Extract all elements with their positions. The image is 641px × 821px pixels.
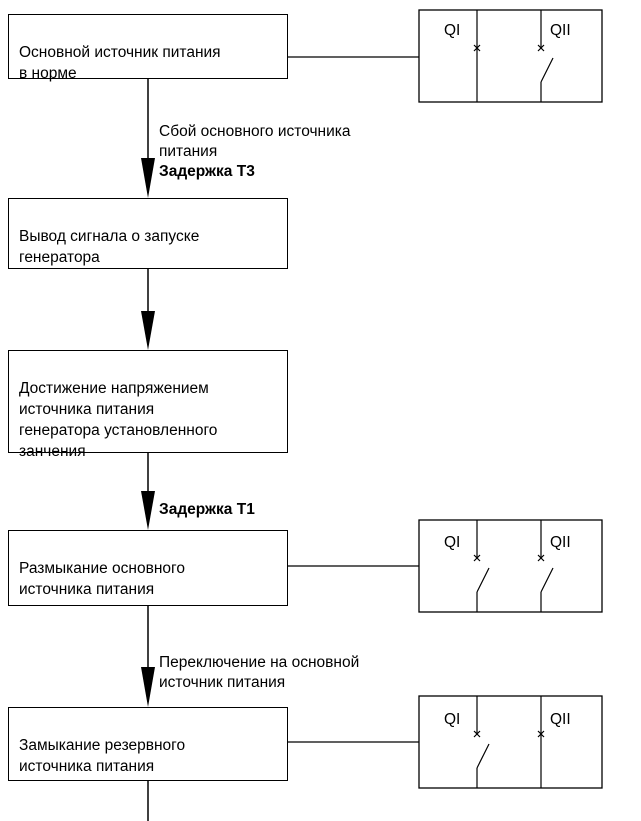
switch-label-qi: QI [444,22,461,39]
switch-contact-open [476,567,490,593]
delay-text: Задержка Т3 [159,163,255,180]
step-text: Основной источник питания в норме [19,44,221,82]
transition-delay-t1: Задержка Т1 [159,480,255,520]
switch-panel [418,695,603,789]
switch-contact-open [540,567,554,593]
switch-label-qii: QII [550,711,571,728]
arrowhead-4 [141,667,155,707]
contact-mark [473,730,481,738]
switch-label-qi: QI [444,534,461,551]
transition-text: Сбой основного источника питания [159,123,351,160]
step-text: Размыкание основного источника питания [19,560,185,598]
transition-text: Переключение на основной источник питани… [159,654,360,691]
contact-mark [537,44,545,52]
arrowhead-2 [141,311,155,350]
switch-label-qi: QI [444,711,461,728]
switch-label-qii: QII [550,22,571,39]
step-text: Достижение напряжением источника питания… [19,380,218,460]
transition-label-main-failure: Сбой основного источника питания [159,102,351,162]
switch-panel [418,519,603,613]
step-box-open-main: Размыкание основного источника питания [8,530,288,606]
transition-delay-t3: Задержка Т3 [159,142,255,182]
transition-label-switch-main: Переключение на основной источник питани… [159,633,359,693]
contact-mark [537,554,545,562]
step-box-generator-voltage: Достижение напряжением источника питания… [8,350,288,460]
step-text: Замыкание резервного источника питания [19,737,186,775]
switch-contact-open [540,57,554,83]
arrowhead-1 [141,158,155,198]
arrowhead-3 [141,491,155,530]
contact-mark [473,554,481,562]
step-box-normal-supply: Основной источник питания в норме [8,14,288,82]
step-text: Вывод сигнала о запуске генератора [19,228,200,266]
step-box-generator-start: Вывод сигнала о запуске генератора [8,198,288,269]
step-box-close-reserve: Замыкание резервного источника питания [8,707,288,781]
switch-label-qii: QII [550,534,571,551]
switch-panel [418,9,603,103]
switch-contact-open [476,743,490,769]
delay-text: Задержка Т1 [159,501,255,518]
